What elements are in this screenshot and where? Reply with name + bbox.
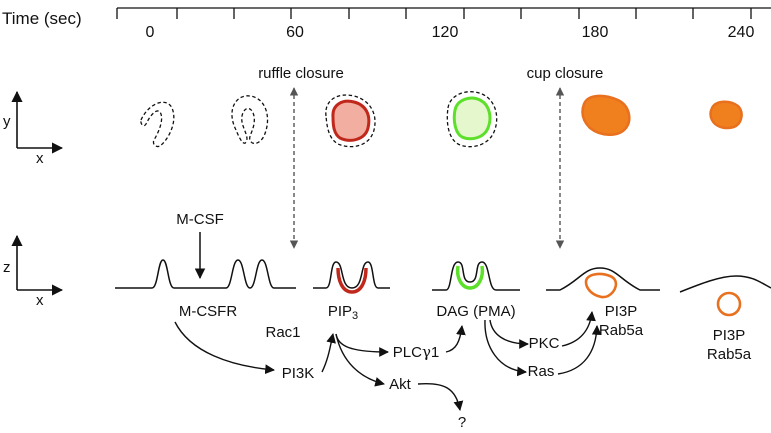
- m-csfr-label: M-CSFR: [179, 303, 237, 320]
- timeline-title: Time (sec): [2, 9, 82, 28]
- dag-cup-zx: [455, 265, 485, 290]
- pip3-subscript: 3: [352, 310, 358, 322]
- time-tick-180: 180: [582, 24, 609, 41]
- m-csf-label: M-CSF: [176, 211, 224, 228]
- arrow-mcsfr-to-pi3k: [174, 321, 275, 375]
- arrow-pip3-to-plcg1: [335, 333, 389, 357]
- time-tick-240: 240: [728, 24, 755, 41]
- pi3p-label-180: PI3P: [605, 303, 638, 320]
- plcg1-base: PLC: [393, 344, 422, 361]
- arrow-ras-to-pi3p: [557, 325, 602, 375]
- membrane-closed-180s: [546, 267, 660, 291]
- rac1-label: Rac1: [265, 324, 300, 341]
- time-tick-60: 60: [286, 24, 304, 41]
- ruffle-outline-dashed: [325, 94, 376, 148]
- arrow-pip3-to-akt: [335, 333, 385, 387]
- unknown-label: ?: [458, 414, 466, 431]
- plcg1-label: PLCγ1: [393, 343, 440, 361]
- horseshoe-shape: [231, 95, 269, 145]
- arrow-dag-to-pkc: [489, 319, 529, 349]
- dag-label: DAG (PMA): [436, 303, 515, 320]
- pip3-vesicle-xy: [331, 99, 371, 142]
- arrow-akt-to-unknown: [417, 382, 464, 411]
- pip3-cup-zx: [336, 267, 368, 294]
- ras-label: Ras: [528, 363, 555, 380]
- pip3-base: PIP: [328, 303, 352, 320]
- membrane-ruffles: [115, 259, 296, 289]
- pi3k-label: PI3K: [282, 365, 315, 382]
- pi3p-vesicle-xy-240: [709, 100, 743, 130]
- membrane-cup-120s: [432, 261, 520, 291]
- pip3-label: PIP3: [328, 303, 358, 322]
- axis-y-label: y: [3, 113, 11, 130]
- rab5a-label-180: Rab5a: [599, 322, 644, 339]
- timeline-axis: [116, 7, 771, 19]
- arrow-pi3k-to-pip3: [321, 333, 336, 373]
- time-tick-0: 0: [146, 24, 155, 41]
- arrow-dag-to-ras: [484, 319, 527, 377]
- pi3p-vesicle-zx-240: [716, 291, 742, 317]
- pkc-label: PKC: [529, 335, 560, 352]
- dag-vesicle-xy: [452, 96, 492, 141]
- cup-closure-label: cup closure: [527, 65, 604, 82]
- dag-outline-dashed: [446, 91, 498, 148]
- axis-x-label-top: x: [36, 150, 44, 167]
- pi3p-vesicle-zx-180: [584, 272, 618, 299]
- time-tick-120: 120: [432, 24, 459, 41]
- plcg1-greek: γ: [422, 343, 431, 361]
- ruffle-closure-label: ruffle closure: [258, 65, 344, 82]
- akt-label: Akt: [389, 376, 412, 393]
- membrane-cup-60s: [313, 261, 390, 289]
- xz-axes-icon: [11, 234, 64, 296]
- rab5a-label-240: Rab5a: [707, 346, 752, 363]
- membrane-flat-240s: [679, 275, 771, 293]
- xy-axes-icon: [11, 90, 64, 154]
- crescent-shape-0s: [140, 101, 175, 148]
- pi3p-vesicle-xy-180: [581, 94, 631, 136]
- pi3p-label-240: PI3P: [713, 327, 746, 344]
- axis-z-label: z: [3, 259, 11, 276]
- arrow-plcg1-to-dag: [445, 325, 466, 353]
- axis-x-label-bottom: x: [36, 292, 44, 309]
- arrow-pkc-to-pi3p: [561, 311, 596, 347]
- plcg1-num: 1: [431, 344, 439, 361]
